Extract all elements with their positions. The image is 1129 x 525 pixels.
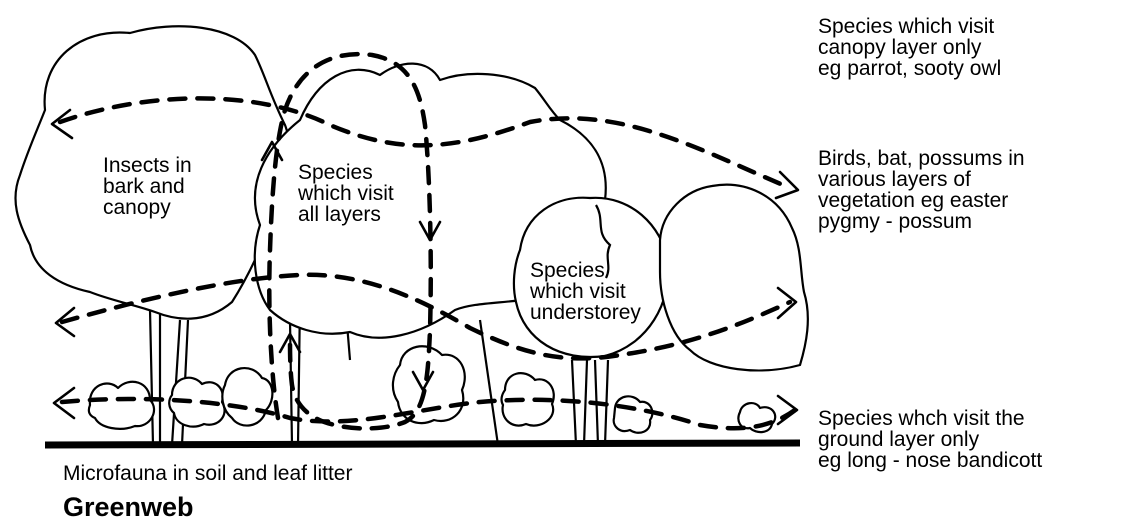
diagram-title: Greenweb — [63, 492, 194, 523]
microfauna-label: Microfauna in soil and leaf litter — [63, 463, 352, 484]
ground-line — [45, 443, 800, 445]
ground-only-label: Species whch visit the ground layer only… — [818, 408, 1042, 471]
all-layers-label: Species which visit all layers — [298, 162, 394, 225]
understorey-label: Species which visit understorey — [530, 260, 641, 323]
various-layers-label: Birds, bat, possums in various layers of… — [818, 148, 1025, 232]
insects-label: Insects in bark and canopy — [103, 155, 192, 218]
canopy-only-label: Species which visit canopy layer only eg… — [818, 16, 1001, 79]
ground-shrubs — [89, 346, 775, 432]
